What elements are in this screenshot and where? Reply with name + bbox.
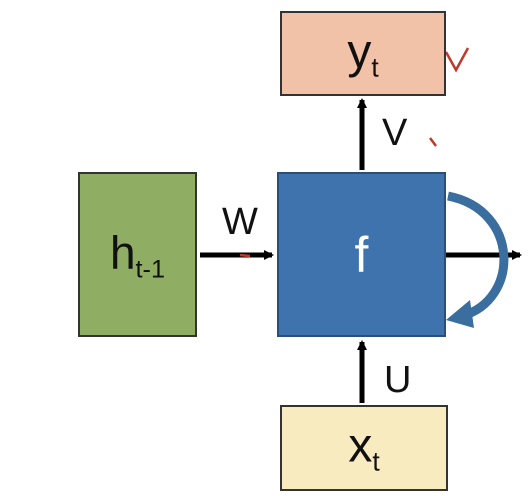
function-node: f [277, 172, 446, 337]
hidden-prev-node: ht-1 [78, 172, 197, 337]
output-node: yt [280, 11, 446, 96]
annotation-tick-v [429, 137, 437, 147]
hidden-prev-subscript: t-1 [135, 254, 166, 283]
input-label: xt [282, 418, 446, 477]
weight-label-w: W [222, 201, 258, 243]
output-subscript: t [371, 52, 379, 83]
output-label: yt [282, 24, 444, 83]
input-subscript: t [372, 446, 380, 477]
recurrent-arrow [446, 191, 509, 321]
hidden-prev-label: ht-1 [80, 225, 195, 284]
annotation-check-y [444, 47, 470, 73]
input-base: x [348, 419, 373, 473]
function-label: f [354, 226, 369, 283]
hidden-prev-base: h [109, 226, 136, 279]
annotation-dash-w [239, 253, 251, 258]
input-node: xt [280, 405, 448, 491]
recurrent-arrow-head [446, 300, 474, 328]
weight-label-u: U [384, 359, 412, 401]
output-base: y [347, 24, 372, 78]
weight-label-v: V [382, 112, 408, 154]
